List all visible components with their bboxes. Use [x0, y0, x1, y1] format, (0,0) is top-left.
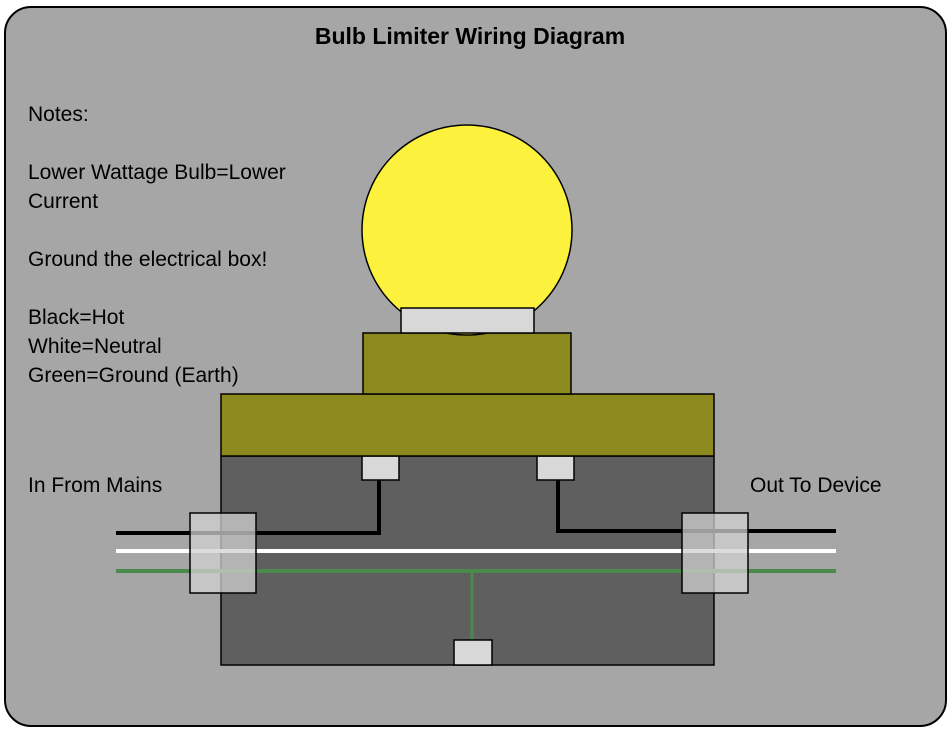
- out-to-device-label: Out To Device: [750, 474, 882, 497]
- note-line: Green=Ground (Earth): [28, 364, 239, 387]
- notes-heading: Notes:: [28, 103, 89, 126]
- note-line: Current: [28, 190, 99, 213]
- notes-spacer: [28, 129, 286, 158]
- cable-clamp-right: [681, 512, 749, 594]
- note-line: White=Neutral: [28, 335, 162, 358]
- notes-spacer: [28, 274, 286, 303]
- bulb-socket: [362, 332, 572, 395]
- in-from-mains-label: In From Mains: [28, 474, 163, 497]
- notes-spacer: [28, 216, 286, 245]
- bulb-base: [400, 307, 535, 334]
- cable-clamp-left: [189, 512, 257, 594]
- note-line: Black=Hot: [28, 306, 125, 329]
- notes-block: Notes: Lower Wattage Bulb=Lower Current …: [28, 100, 286, 390]
- light-bulb: [361, 124, 573, 336]
- cover-plate: [220, 393, 715, 457]
- diagram-title: Bulb Limiter Wiring Diagram: [314, 23, 626, 49]
- note-line: Lower Wattage Bulb=Lower: [28, 161, 286, 184]
- note-line: Ground the electrical box!: [28, 248, 268, 271]
- ground-terminal: [453, 639, 493, 666]
- hot-terminal-left: [361, 455, 400, 481]
- hot-terminal-right: [536, 455, 575, 481]
- electrical-box: [220, 455, 715, 666]
